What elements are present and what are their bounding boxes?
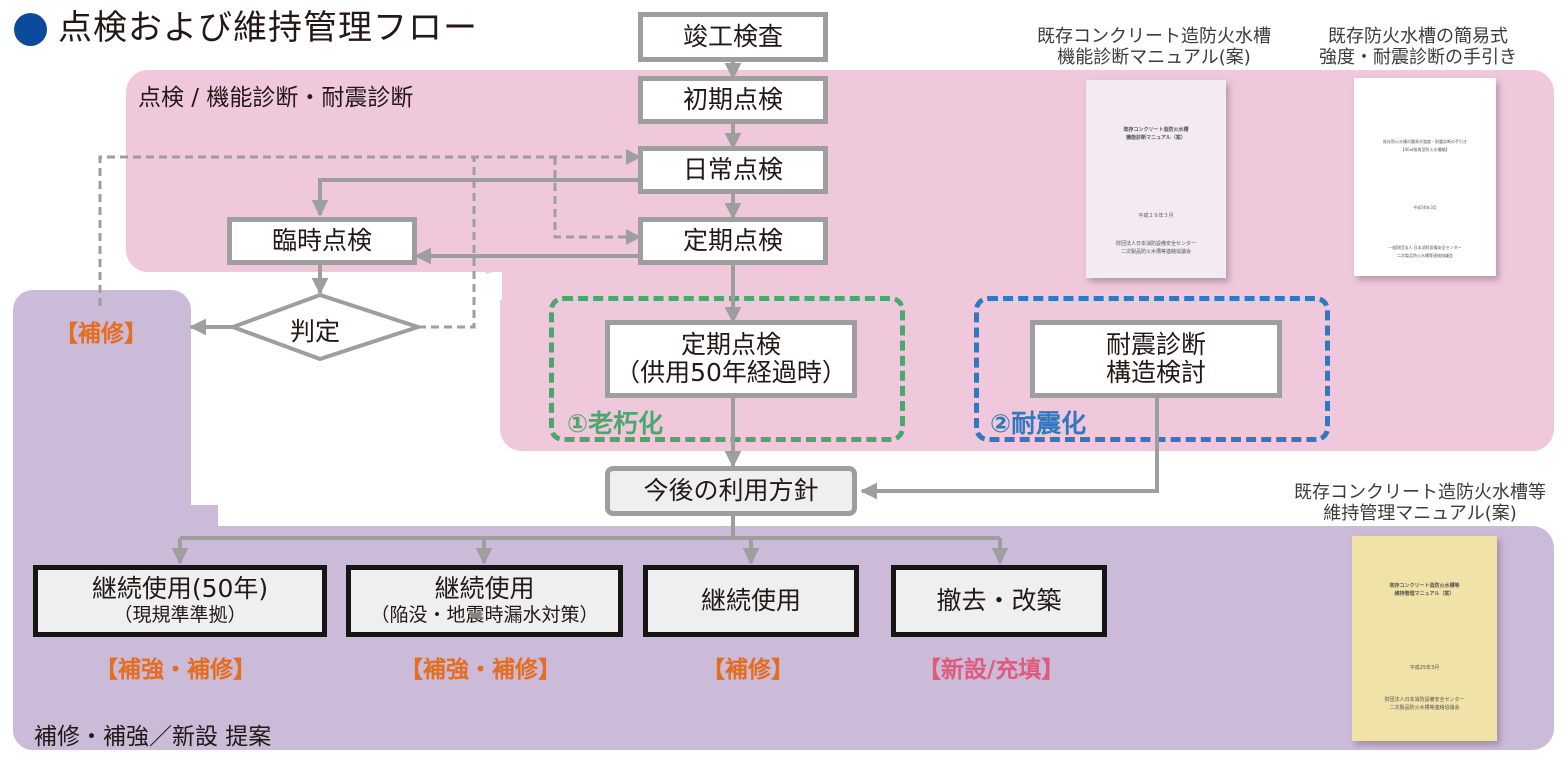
judgment-label[interactable]: 判定 (290, 317, 341, 346)
seismic-diagnosis-line2: 構造検討 (1105, 358, 1206, 387)
outcome-tag: 【新設/充填】 (918, 657, 1065, 683)
inspection-region-label: 点検 / 機能診断・耐震診断 (138, 85, 414, 111)
dashed-arrowhead-periodic (626, 229, 641, 245)
seismic-diagnosis-line1: 耐震診断 (1105, 330, 1206, 359)
extraordinary-inspection-node[interactable]: 臨時点検 (227, 217, 417, 265)
arrow-seismic-to-policy (860, 396, 1159, 500)
periodic-50y-line1: 定期点検 (680, 330, 781, 359)
future-policy-node[interactable]: 今後の利用方針 (605, 466, 857, 516)
outcome-continue-50y[interactable]: 継続使用(50年) （現規準準拠） (33, 565, 327, 637)
dashed-judgment-return (418, 157, 476, 329)
outcome-tag: 【補強・補修】 (95, 657, 256, 683)
doc-caption-seismic-guide: 既存防火水槽の簡易式 強度・耐震診断の手引き (1319, 26, 1517, 68)
repair-tag-left: 【補修】 (55, 321, 147, 347)
outcome-tag: 【補強・補修】 (400, 657, 561, 683)
doc-caption-maintenance-manual: 既存コンクリート造防火水槽等 維持管理マニュアル(案) (1294, 482, 1546, 524)
dashed-repair-to-daily (98, 155, 628, 306)
outcome-line2: （陥没・地震時漏水対策） (370, 604, 599, 626)
completion-inspection-node[interactable]: 竣工検査 (638, 12, 828, 62)
judgment-diamond (227, 292, 425, 362)
document-cover-seismic-guide[interactable]: 既存防火水槽の簡易式強度・耐震診断の手引き 【40㎥級角型防火水槽編】 平成30… (1354, 78, 1496, 276)
outcome-line1: 継続使用 (434, 574, 535, 603)
outcome-line1: 撤去・改築 (936, 586, 1062, 615)
page-title: 点検および維持管理フロー (58, 8, 478, 48)
periodic-50y-line2: （供用50年経過時） (615, 358, 847, 387)
outcome-continue[interactable]: 継続使用 (643, 565, 859, 637)
document-cover-maintenance-manual[interactable]: 既存コンクリート造防火水槽等 維持管理マニュアル（案） 平成25年3月 財団法人… (1352, 536, 1497, 741)
periodic-50y-node[interactable]: 定期点検 （供用50年経過時） (605, 320, 857, 398)
outcome-line1: 継続使用(50年) (91, 574, 269, 603)
proposal-region (13, 526, 1554, 750)
outcome-continue-countermeasure[interactable]: 継続使用 （陥没・地震時漏水対策） (346, 565, 623, 637)
aging-group-label: ①老朽化 (567, 409, 664, 438)
seismic-group-label: ②耐震化 (990, 409, 1087, 438)
outcome-line1: 継続使用 (700, 586, 801, 615)
outcome-line2: （現規準準拠） (113, 604, 247, 626)
outcome-tag: 【補修】 (702, 657, 794, 683)
aging-group (549, 296, 905, 442)
dashed-arrowhead-daily (626, 149, 641, 165)
arrow-daily-to-extraordinary (311, 178, 641, 217)
periodic-inspection-node[interactable]: 定期点検 (638, 217, 828, 265)
doc-caption-function-manual: 既存コンクリート造防火水槽 機能診断マニュアル(案) (1037, 26, 1271, 68)
title-bullet-icon (14, 13, 47, 46)
outcome-remove-rebuild[interactable]: 撤去・改築 (891, 565, 1107, 637)
seismic-group (974, 296, 1330, 442)
initial-inspection-node[interactable]: 初期点検 (638, 76, 828, 124)
daily-inspection-node[interactable]: 日常点検 (638, 146, 828, 194)
dashed-to-periodic (553, 157, 628, 239)
seismic-diagnosis-node[interactable]: 耐震診断 構造検討 (1030, 320, 1282, 398)
document-cover-function-manual[interactable]: 既存コンクリート造防火水槽 機能診断マニュアル（案） 平成２９年３月 財団法人日… (1086, 80, 1226, 278)
proposal-region-label: 補修・補強／新設 提案 (34, 724, 272, 750)
proposal-region-joint (190, 505, 218, 533)
